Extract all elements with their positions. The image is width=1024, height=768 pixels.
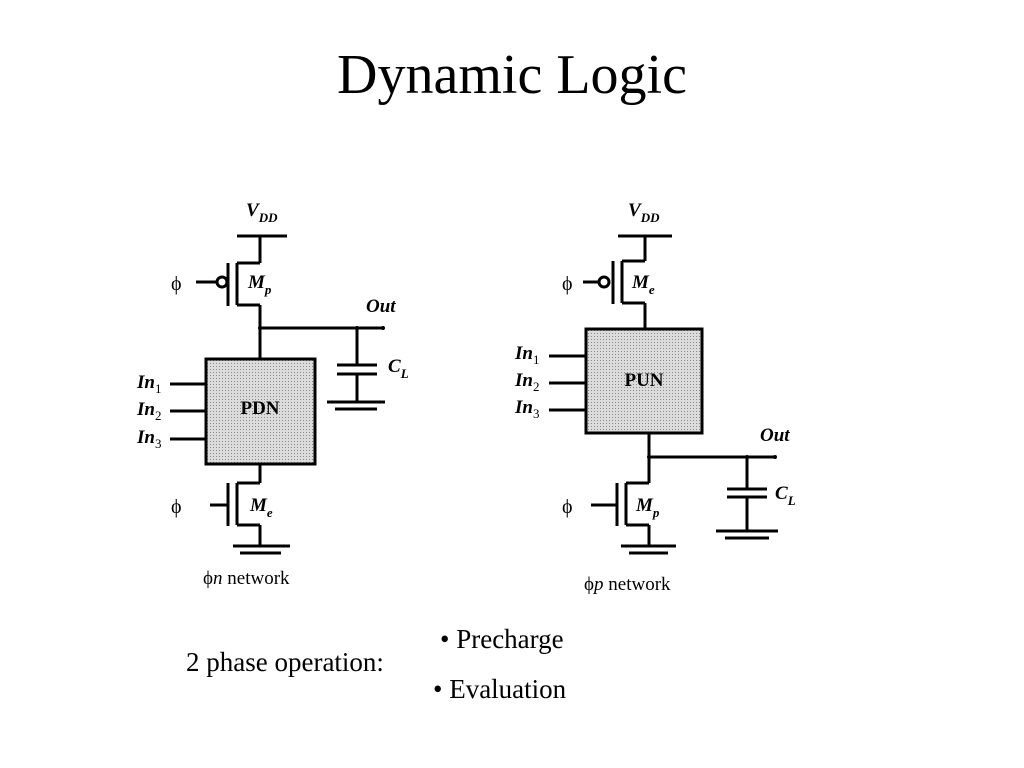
n-mp-label: Mp bbox=[247, 272, 272, 297]
p-in1-label: In1 bbox=[514, 343, 539, 367]
p-vdd-label: VDD bbox=[628, 200, 660, 225]
p-me-label: Me bbox=[631, 272, 655, 297]
p-me-bubble bbox=[597, 275, 611, 289]
n-clock-top-label: ϕ bbox=[171, 273, 182, 295]
p-out-label: Out bbox=[760, 425, 790, 446]
operation-label: 2 phase operation: bbox=[186, 647, 384, 677]
n-network-circuit bbox=[170, 234, 385, 555]
n-clock-bottom-label: ϕ bbox=[171, 496, 182, 518]
p-clock-top-label: ϕ bbox=[562, 273, 573, 295]
n-vdd-label: VDD bbox=[246, 200, 278, 225]
n-in3-label: In3 bbox=[136, 427, 161, 451]
pdn-block bbox=[204, 357, 317, 466]
p-clock-bottom-label: ϕ bbox=[562, 496, 573, 518]
pun-block bbox=[584, 327, 704, 435]
p-mp-label: Mp bbox=[635, 495, 660, 520]
n-network-caption: ϕn network bbox=[203, 568, 290, 589]
pdn-label: PDN bbox=[240, 398, 279, 419]
n-cl-label: CL bbox=[388, 356, 409, 381]
phase-evaluation: • Evaluation bbox=[433, 674, 567, 704]
n-mp-bubble bbox=[215, 275, 229, 289]
p-in2-label: In2 bbox=[514, 370, 539, 394]
n-out-label: Out bbox=[366, 296, 396, 317]
slide-title: Dynamic Logic bbox=[337, 44, 687, 106]
p-cl-label: CL bbox=[775, 483, 796, 508]
n-me-label: Me bbox=[249, 495, 273, 520]
n-in2-label: In2 bbox=[136, 399, 161, 423]
p-network-circuit bbox=[549, 234, 778, 555]
p-network-caption: ϕp network bbox=[584, 574, 671, 595]
n-in1-label: In1 bbox=[136, 372, 161, 396]
pun-label: PUN bbox=[624, 370, 663, 391]
phase-precharge: • Precharge bbox=[440, 624, 564, 654]
p-in3-label: In3 bbox=[514, 397, 539, 421]
circuit-diagrams: VDD Mp ϕ Out CL PDN In1 In2 In3 Me ϕ ϕn … bbox=[136, 200, 796, 595]
